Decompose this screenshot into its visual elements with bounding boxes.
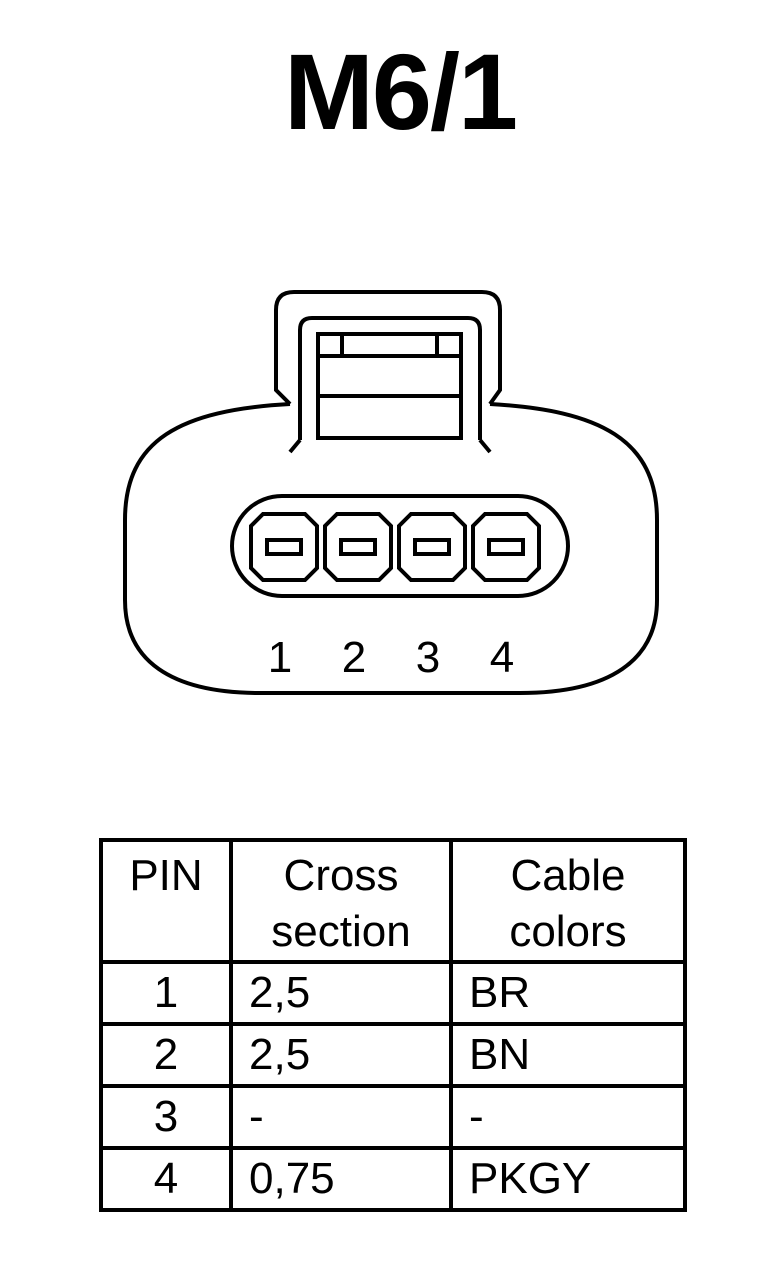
pin-terminal <box>323 512 393 582</box>
header-pin: PIN <box>99 838 233 964</box>
pin-label: 2 <box>342 633 366 682</box>
pin-terminal-slot <box>487 538 525 556</box>
table-row: 1 2,5 BR <box>99 960 687 1026</box>
pin-terminal-slot <box>339 538 377 556</box>
cell-cable-color: - <box>449 1084 687 1150</box>
pin-label: 3 <box>416 633 440 682</box>
table-row: 3 - - <box>99 1084 687 1150</box>
connector-title: M6/1 <box>283 31 518 152</box>
cell-pin: 2 <box>99 1022 233 1088</box>
cell-cross-section: 2,5 <box>229 1022 453 1088</box>
connector-diagram: 1 2 3 4 <box>123 290 659 695</box>
table-header-row: PIN Cross section Cable colors <box>99 838 687 964</box>
pin-label: 1 <box>268 633 292 682</box>
header-cable-colors: Cable colors <box>449 838 687 964</box>
pin-cavity <box>230 494 570 598</box>
cell-cable-color: BN <box>449 1022 687 1088</box>
pin-terminals <box>249 512 541 582</box>
pin-terminal <box>249 512 319 582</box>
cell-cable-color: BR <box>449 960 687 1026</box>
pin-terminal <box>397 512 467 582</box>
cell-cross-section: - <box>229 1084 453 1150</box>
pin-terminal-outline <box>397 512 467 582</box>
connector-latch <box>274 290 502 406</box>
cell-pin: 4 <box>99 1146 233 1212</box>
cell-cross-section: 2,5 <box>229 960 453 1026</box>
pin-table: PIN Cross section Cable colors 1 2,5 BR … <box>99 838 687 1212</box>
pin-terminal <box>471 512 541 582</box>
table-row: 4 0,75 PKGY <box>99 1146 687 1212</box>
cell-pin: 1 <box>99 960 233 1026</box>
table-row: 2 2,5 BN <box>99 1022 687 1088</box>
connector-body <box>123 402 659 695</box>
pin-terminal-outline <box>323 512 393 582</box>
pin-label: 4 <box>490 633 514 682</box>
pin-terminal-outline <box>249 512 319 582</box>
cell-cross-section: 0,75 <box>229 1146 453 1212</box>
cell-pin: 3 <box>99 1084 233 1150</box>
cell-cable-color: PKGY <box>449 1146 687 1212</box>
pin-terminal-outline <box>471 512 541 582</box>
pin-terminal-slot <box>265 538 303 556</box>
header-cross-section: Cross section <box>229 838 453 964</box>
pin-terminal-slot <box>413 538 451 556</box>
